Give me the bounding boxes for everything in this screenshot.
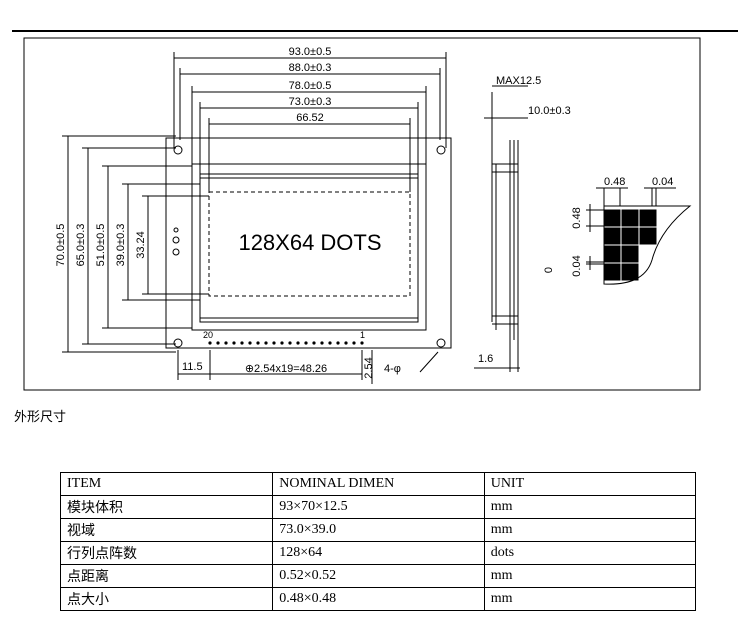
dim-height-39: 39.0±0.3 (115, 224, 127, 267)
cell-value: 0.52×0.52 (272, 564, 485, 588)
pin-first-label: 20 (203, 330, 213, 340)
cell-item: 行列点阵数 (59, 541, 274, 565)
dim-height-33: 33.24 (135, 231, 147, 259)
pin-row (208, 341, 364, 345)
dim-dot-gap: 0.04 (652, 176, 673, 188)
top-rule (12, 30, 738, 32)
table-row: 点距离 0.52×0.52 mm (59, 564, 697, 588)
display-text: 128X64 DOTS (238, 230, 381, 255)
dim-dot-size-vertical: 0.48 (571, 207, 583, 228)
drawing-caption: 外形尺寸 (14, 410, 67, 425)
table-row: 视域 73.0×39.0 mm (59, 518, 697, 542)
header-nominal: NOMINAL DIMEN (272, 472, 485, 496)
dim-height-70: 70.0±0.5 (55, 224, 67, 267)
dim-dot-gap-vertical: 0.04 (571, 255, 583, 276)
dim-holes: 4-φ (384, 363, 401, 375)
vertical-dimension-lines (62, 135, 209, 353)
cell-unit: mm (483, 564, 697, 588)
dim-width-66: 66.52 (296, 112, 324, 124)
cell-item: 点距离 (59, 564, 274, 588)
cell-value: 73.0×39.0 (272, 518, 485, 542)
zero-mark: 0 (543, 267, 555, 273)
dot-detail (586, 187, 692, 285)
table-row: 行列点阵数 128×64 dots (59, 541, 697, 565)
table-header-row: ITEM NOMINAL DIMEN UNIT (59, 472, 697, 496)
cell-item: 点大小 (59, 587, 274, 611)
cell-value: 0.48×0.48 (272, 587, 485, 611)
pcb-outline (165, 137, 452, 349)
header-item: ITEM (59, 472, 274, 496)
table-row: 模块体积 93×70×12.5 mm (59, 495, 697, 519)
drawing-frame (23, 37, 701, 391)
dimension-drawing: 128X64 DOTS 20 1 93.0±0.5 88.0±0.3 78.0±… (23, 37, 701, 391)
dim-dot-size: 0.48 (604, 176, 625, 188)
side-view (474, 85, 528, 372)
dim-width-78: 78.0±0.5 (289, 80, 332, 92)
cell-unit: mm (483, 518, 697, 542)
mounting-holes (173, 145, 446, 348)
cell-unit: mm (483, 587, 697, 611)
dim-width-73: 73.0±0.3 (289, 96, 332, 108)
dim-thickness: 10.0±0.3 (528, 105, 571, 117)
cell-value: 93×70×12.5 (272, 495, 485, 519)
dim-max-thickness: MAX12.5 (496, 75, 541, 87)
bottom-dimension-lines (177, 350, 439, 384)
cell-unit: dots (483, 541, 697, 565)
table-row: 点大小 0.48×0.48 mm (59, 587, 697, 611)
dim-height-51: 51.0±0.5 (95, 224, 107, 267)
dim-height-65: 65.0±0.3 (75, 224, 87, 267)
dim-offset: 11.5 (182, 361, 203, 373)
spec-table: ITEM NOMINAL DIMEN UNIT 模块体积 93×70×12.5 … (59, 472, 697, 611)
horizontal-dimension-lines (173, 52, 447, 192)
header-unit: UNIT (483, 472, 697, 496)
cell-item: 视域 (59, 518, 274, 542)
dim-pcb-thickness: 1.6 (478, 353, 493, 365)
cell-value: 128×64 (272, 541, 485, 565)
dim-width-93: 93.0±0.5 (289, 46, 332, 58)
cell-unit: mm (483, 495, 697, 519)
cell-item: 模块体积 (59, 495, 274, 519)
pin-last-label: 1 (360, 330, 365, 340)
dim-pin-pitch-total: ⊕2.54x19=48.26 (245, 363, 327, 375)
dim-width-88: 88.0±0.3 (289, 62, 332, 74)
dim-pin-pitch: 2.54 (363, 357, 375, 378)
led-symbols (172, 227, 180, 256)
